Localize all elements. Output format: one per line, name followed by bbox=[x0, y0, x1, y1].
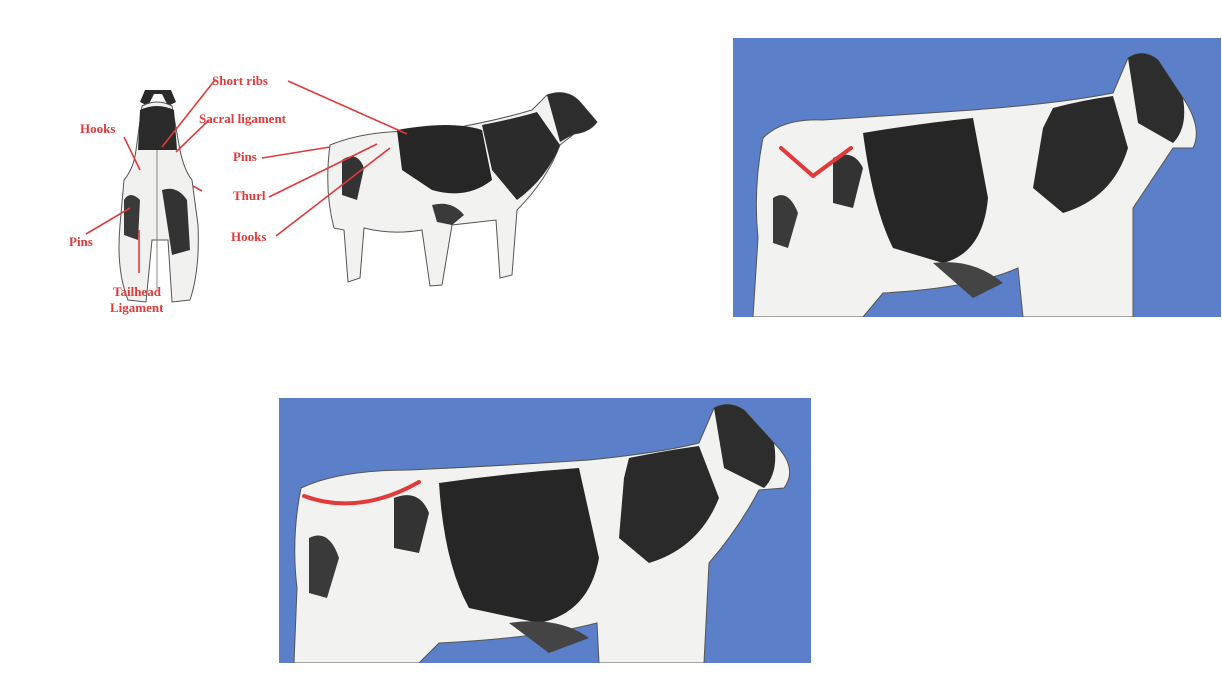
label-pins-rear: Pins bbox=[69, 234, 93, 249]
label-hooks-side: Hooks bbox=[231, 229, 266, 244]
label-tailhead-line2: Ligament bbox=[110, 300, 164, 315]
cow-photo-angular-rump bbox=[733, 38, 1221, 317]
cow-photo-curved-rump bbox=[279, 398, 811, 663]
label-thurl: Thurl bbox=[233, 188, 266, 203]
label-hooks-rear: Hooks bbox=[80, 121, 115, 136]
label-pins-side: Pins bbox=[233, 149, 257, 164]
anatomy-diagram: Hooks Short ribs Sacral ligament Pins Th… bbox=[12, 50, 612, 350]
side-view-cow bbox=[328, 93, 597, 286]
label-sacral-ligament: Sacral ligament bbox=[199, 111, 287, 126]
label-short-ribs: Short ribs bbox=[212, 73, 268, 88]
label-tailhead-line1: Tailhead bbox=[113, 284, 162, 299]
rear-view-cow bbox=[119, 90, 198, 302]
